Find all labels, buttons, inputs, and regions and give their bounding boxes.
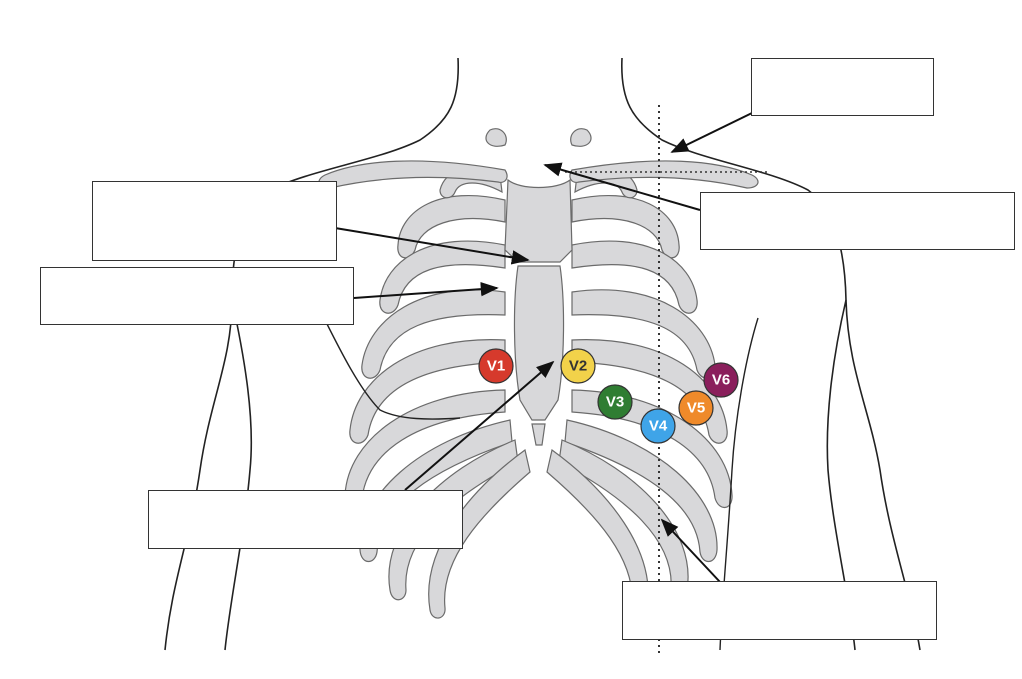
arrow-angle-of-louis (334, 227, 530, 265)
label-box-left-middle[interactable] (40, 267, 354, 325)
sternum (504, 178, 573, 446)
lead-v4: V4 (640, 408, 676, 444)
svg-text:V2: V2 (569, 358, 587, 375)
arrow-sternum (404, 360, 555, 491)
svg-text:V5: V5 (687, 400, 705, 417)
arrow-suprasternal (670, 112, 753, 153)
arrow-intercostal-space (353, 281, 499, 299)
clavicles (318, 128, 759, 189)
svg-text:V6: V6 (712, 372, 730, 389)
arrow-clavicle (543, 162, 701, 211)
lead-v2: V2 (560, 348, 596, 384)
lead-v1: V1 (478, 348, 514, 384)
label-box-right-lower[interactable] (622, 581, 937, 640)
label-box-top-right[interactable] (751, 58, 934, 116)
label-box-right-upper[interactable] (700, 192, 1015, 250)
arrow-midclavicular-line (660, 518, 721, 583)
lead-v6: V6 (703, 362, 739, 398)
svg-text:V1: V1 (487, 358, 505, 375)
pointer-arrows (334, 112, 753, 583)
label-box-left-upper[interactable] (92, 181, 337, 261)
side-outline-left (324, 319, 461, 420)
lead-v5: V5 (678, 390, 714, 426)
label-box-left-lower[interactable] (148, 490, 463, 549)
lead-v3: V3 (597, 384, 633, 420)
svg-text:V4: V4 (649, 418, 668, 435)
svg-text:V3: V3 (606, 394, 624, 411)
